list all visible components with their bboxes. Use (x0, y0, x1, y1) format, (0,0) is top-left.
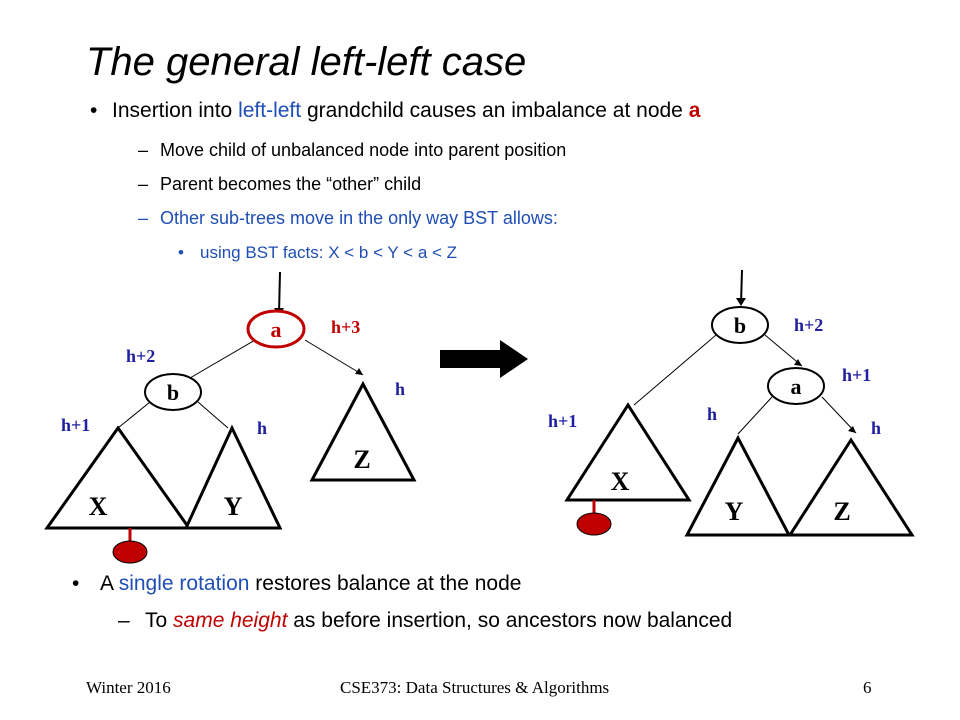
subtree-z-rotated (787, 437, 915, 537)
sub-bullet-parent: –Parent becomes the “other” child (138, 174, 422, 194)
node-b-rotated-label: b (734, 313, 746, 338)
height-root-rotated: h+2 (794, 315, 823, 335)
sub-sub-bullet-bst-facts: •using BST facts: X < b < Y < a < Z (178, 243, 458, 262)
subtree-x-rotated (564, 402, 692, 502)
height-root: h+3 (331, 317, 360, 337)
subtree-z (309, 380, 417, 482)
bullet-insertion: •Insertion into left-left grandchild cau… (90, 99, 701, 122)
height-a-rotated: h+1 (842, 365, 871, 385)
rotation-diagram: a b X Y Z h+3 h+2 h+1 h h b a X (44, 269, 915, 564)
transform-arrow (440, 340, 528, 378)
subtree-y (183, 424, 283, 530)
node-a (246, 309, 306, 349)
height-x-rotated: h+1 (548, 411, 577, 431)
height-y: h (257, 418, 267, 438)
subtree-x-rotated-label: X (611, 467, 630, 496)
height-b: h+2 (126, 346, 155, 366)
left-entry-arrow (278, 271, 281, 315)
node-a-rotated (767, 367, 825, 405)
subtree-z-rotated-label: Z (833, 497, 850, 526)
footer-date: Winter 2016 (86, 678, 171, 697)
slide-title: The general left-left case (86, 40, 527, 84)
page-number: 6 (863, 678, 872, 697)
node-a-rotated-label: a (791, 374, 802, 399)
height-y-rotated: h (707, 404, 717, 424)
left-tree: a b X Y Z h+3 h+2 h+1 h h (44, 271, 417, 564)
height-x: h+1 (61, 415, 90, 435)
subtree-x-label: X (89, 492, 108, 521)
node-b (144, 373, 202, 411)
inserted-node-marker-rotated (576, 512, 612, 536)
node-a-label: a (271, 317, 282, 342)
inserted-node-marker (112, 540, 148, 564)
subtree-z-label: Z (353, 445, 370, 474)
sub-bullet-move-child: –Move child of unbalanced node into pare… (138, 140, 567, 160)
subtree-x (44, 425, 192, 530)
subtree-y-rotated-label: Y (725, 497, 744, 526)
sub-bullet-other-subtrees: –Other sub-trees move in the only way BS… (138, 208, 558, 228)
sub-bullet-same-height: –To same height as before insertion, so … (118, 609, 733, 632)
height-z: h (395, 379, 405, 399)
right-tree: b a X Y Z h+2 h+1 h+1 h h (548, 269, 915, 537)
subtree-y-rotated (684, 434, 792, 537)
node-b-rotated (711, 306, 769, 344)
node-b-label: b (167, 380, 179, 405)
bullet-single-rotation: •A single rotation restores balance at t… (72, 572, 522, 595)
subtree-y-label: Y (224, 492, 243, 521)
footer-course: CSE373: Data Structures & Algorithms (340, 678, 610, 697)
height-z-rotated: h (871, 418, 881, 438)
